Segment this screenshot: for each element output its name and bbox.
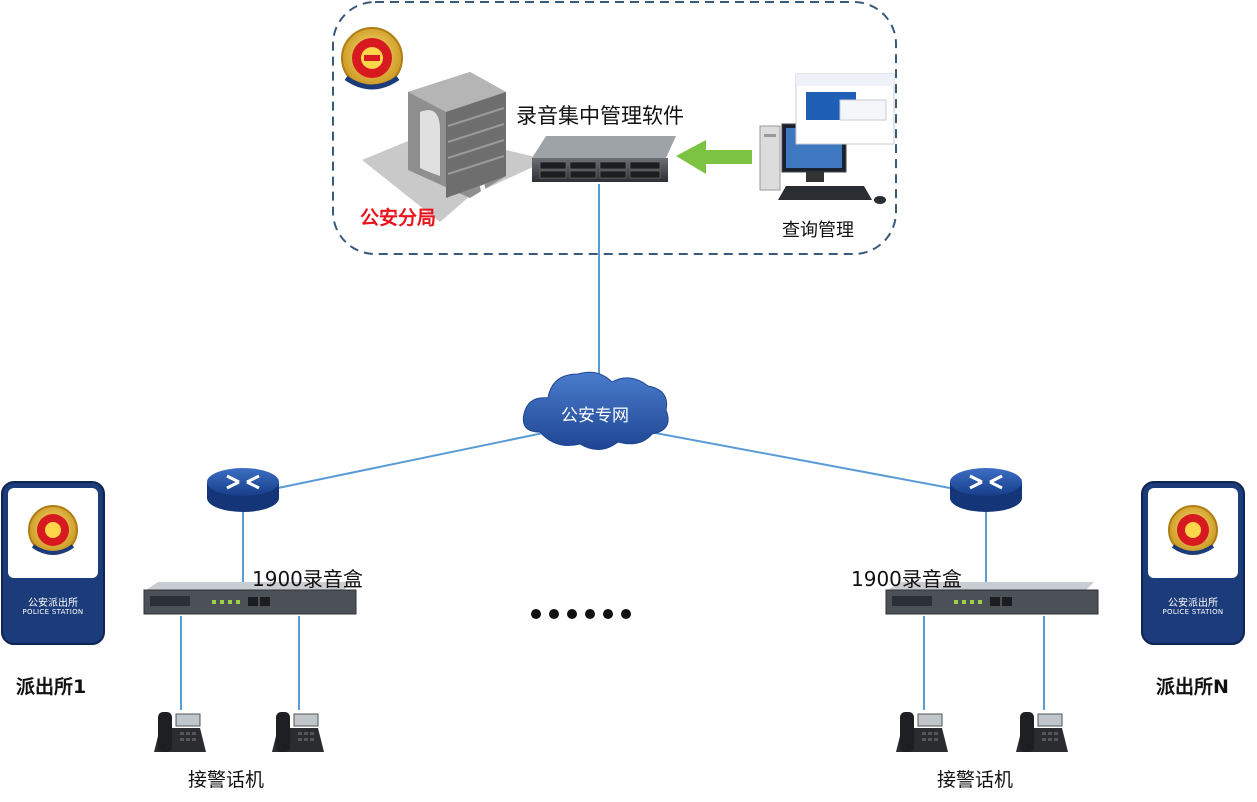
phones-label-left: 接警话机 bbox=[188, 769, 265, 791]
police-station-badge-right-icon bbox=[1141, 481, 1245, 645]
recorder-label-left: 1900录音盒 bbox=[252, 567, 363, 591]
cloud-icon bbox=[522, 371, 669, 450]
desktop-computer-icon bbox=[759, 73, 895, 204]
badge-text-right: 公安派出所 bbox=[1168, 598, 1218, 609]
badge-sub-left: POLICE STATION bbox=[22, 608, 84, 616]
recorder-box-left-icon bbox=[143, 582, 357, 615]
router-left-icon bbox=[207, 468, 279, 512]
link-cloud-router-left bbox=[277, 431, 549, 489]
building-icon bbox=[362, 72, 548, 222]
desk-phone-icon bbox=[154, 712, 206, 752]
desk-phone-icon bbox=[1016, 712, 1068, 752]
router-right-icon bbox=[950, 468, 1022, 512]
desk-phone-icon bbox=[272, 712, 324, 752]
police-emblem-icon bbox=[341, 27, 403, 90]
recorder-box-right-icon bbox=[885, 582, 1099, 615]
police-station-badge-left-icon bbox=[1, 481, 105, 645]
management-software-label: 录音集中管理软件 bbox=[516, 104, 684, 128]
station-name-right: 派出所N bbox=[1156, 676, 1229, 698]
badge-sub-right: POLICE STATION bbox=[1162, 608, 1224, 616]
badge-text-left: 公安派出所 bbox=[28, 598, 78, 609]
desk-phone-icon bbox=[896, 712, 948, 752]
network-label: 公安专网 bbox=[561, 406, 629, 426]
ellipsis-dots bbox=[531, 609, 631, 619]
links bbox=[180, 184, 1045, 710]
link-cloud-router-right bbox=[649, 431, 951, 489]
server-icon bbox=[532, 136, 676, 182]
arrow-left-icon bbox=[676, 140, 752, 174]
query-management-label: 查询管理 bbox=[782, 220, 854, 241]
phones-label-right: 接警话机 bbox=[937, 769, 1014, 791]
station-name-left: 派出所1 bbox=[16, 676, 87, 698]
headquarters-name: 公安分局 bbox=[360, 207, 437, 229]
recorder-label-right: 1900录音盒 bbox=[851, 567, 962, 591]
